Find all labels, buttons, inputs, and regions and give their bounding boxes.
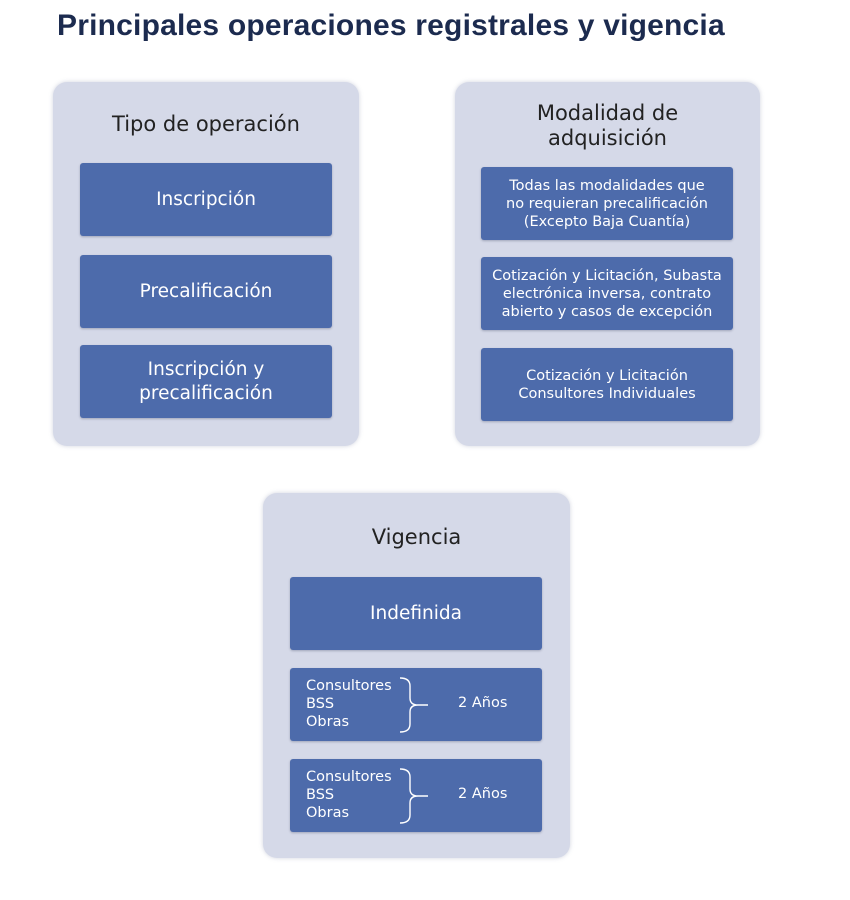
panel-title-vigencia: Vigencia (371, 525, 462, 549)
vigencia-row-2-duration: 2 Años (458, 786, 508, 802)
category-label: Consultores (306, 678, 392, 694)
tipo-item-inscripcion-precalificacion: Inscripción y precalificación (80, 345, 332, 418)
category-label: Consultores (306, 769, 392, 785)
right-brace-icon (399, 677, 428, 733)
modalidad-item-todas: Todas las modalidades que no requieran p… (481, 167, 733, 240)
panel-title-tipo-operacion: Tipo de operación (112, 112, 300, 136)
right-brace-icon (399, 768, 428, 824)
vigencia-row-1-categories: Consultores BSS Obras (306, 677, 392, 731)
category-label: BSS (306, 696, 335, 712)
modalidad-item-consultores-individuales: Cotización y Licitación Consultores Indi… (481, 348, 733, 421)
vigencia-row-1-duration: 2 Años (458, 695, 508, 711)
vigencia-row-2-categories: Consultores BSS Obras (306, 768, 392, 822)
tipo-item-inscripcion: Inscripción (80, 163, 332, 236)
page-title: Principales operaciones registrales y vi… (57, 9, 725, 42)
panel-title-modalidad: Modalidad de adquisición (536, 101, 679, 150)
panel-vigencia: Vigencia Indefinida Consultores BSS Obra… (263, 493, 570, 858)
vigencia-row-1: Consultores BSS Obras 2 Años (290, 668, 542, 741)
category-label: Obras (306, 714, 350, 730)
vigencia-row-2: Consultores BSS Obras 2 Años (290, 759, 542, 832)
panel-modalidad-adquisicion: Modalidad de adquisición Todas las modal… (455, 82, 760, 446)
modalidad-item-cotizacion-subasta: Cotización y Licitación, Subasta electró… (481, 257, 733, 330)
panel-tipo-operacion: Tipo de operación Inscripción Precalific… (53, 82, 359, 446)
category-label: BSS (306, 787, 335, 803)
category-label: Obras (306, 805, 350, 821)
tipo-item-precalificacion: Precalificación (80, 255, 332, 328)
vigencia-indefinida: Indefinida (290, 577, 542, 650)
